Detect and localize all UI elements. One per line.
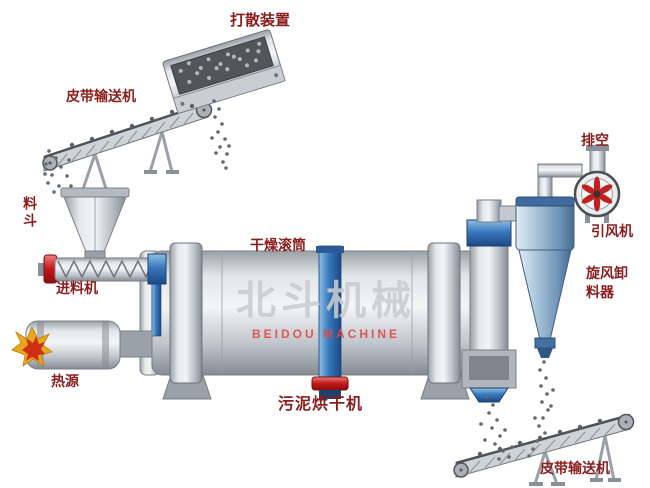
label-feeder: 进料机 [56,280,98,296]
discharge-housing-graphic [461,199,517,403]
label-heat-source: 热源 [51,373,79,389]
belt-conveyor-bottom-graphic [453,413,635,486]
draft-fan-graphic [573,145,621,223]
belt-conveyor-top-graphic [42,101,213,194]
exhaust-outlet [586,145,609,151]
screw-feeder-graphic [38,253,167,337]
cyclone-graphic [498,163,583,358]
scatter-device-graphic [162,29,286,115]
label-belt-conveyor-top: 皮带输送机 [66,88,136,104]
label-scatter-device: 打散装置 [230,12,291,29]
heat-source-graphic [11,320,153,370]
label-draft-fan: 引风机 [591,223,633,239]
fan-blades-icon [581,176,613,212]
material-particles-right [477,360,603,461]
hopper-graphic [60,187,130,263]
label-hopper: 料斗 [22,196,39,230]
label-belt-conveyor-bottom: 皮带输送机 [540,460,610,476]
label-exhaust: 排空 [581,132,609,148]
label-sludge-dryer: 污泥烘干机 [278,396,364,413]
label-cyclone: 旋风卸料器 [586,265,628,300]
drying-drum-graphic [139,242,487,400]
material-particles-top [43,99,231,196]
label-drying-drum: 干燥滚筒 [250,237,306,253]
